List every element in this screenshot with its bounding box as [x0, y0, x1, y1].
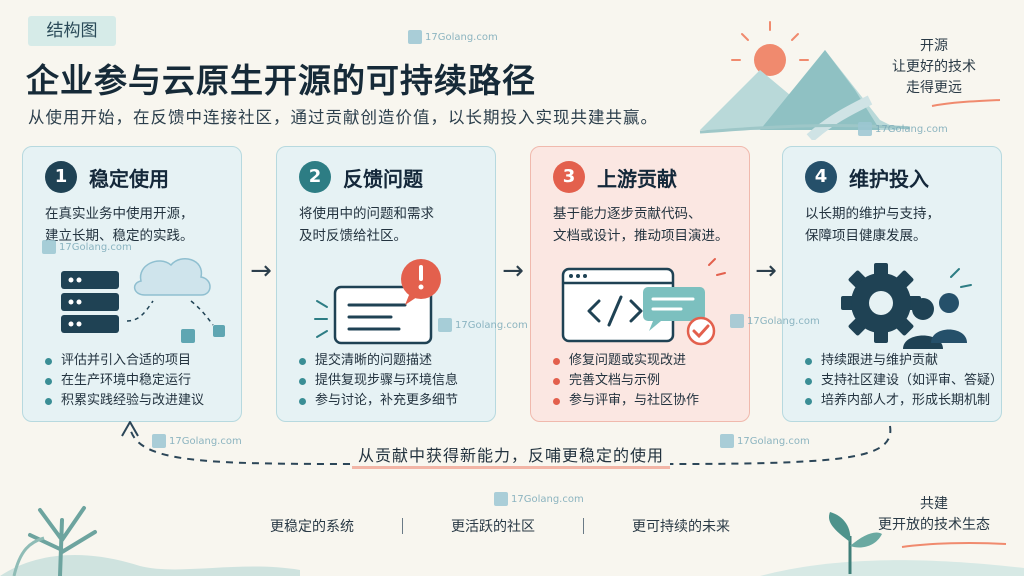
- watermark-text: 17Golang.com: [455, 320, 528, 331]
- step-description: 以长期的维护与支持， 保障项目健康发展。: [805, 203, 995, 247]
- list-item: 评估并引入合适的项目: [45, 351, 204, 371]
- list-item: 参与讨论，补充更多细节: [299, 391, 458, 411]
- step-description-line: 在真实业务中使用开源，: [45, 206, 194, 222]
- seedling-illustration-right: [760, 512, 1024, 576]
- watermark-text: 17Golang.com: [425, 32, 498, 43]
- watermark-text: 17Golang.com: [737, 436, 810, 447]
- step-card-4: 4 维护投入 以长期的维护与支持， 保障项目健康发展。: [782, 146, 1003, 422]
- gear-people-icon: [841, 263, 972, 349]
- bottom-note-line: 共建: [920, 496, 948, 512]
- step-bullet-list: 修复问题或实现改进 完善文档与示例 参与评审，与社区协作: [553, 351, 699, 411]
- list-item: 完善文档与示例: [553, 371, 699, 391]
- step-description-line: 文档或设计，推动项目演进。: [553, 228, 729, 244]
- step-description-line: 建立长期、稳定的实践。: [45, 228, 194, 244]
- watermark: 17Golang.com: [720, 434, 810, 448]
- watermark-logo-icon: [438, 318, 452, 332]
- corner-note-line: 走得更远: [906, 80, 962, 96]
- watermark: 17Golang.com: [438, 318, 528, 332]
- mountain-sun-illustration: [699, 21, 911, 140]
- watermark-text: 17Golang.com: [747, 316, 820, 327]
- step-description-line: 将使用中的问题和需求: [299, 206, 434, 222]
- step-title: 反馈问题: [343, 167, 423, 191]
- list-item: 支持社区建设（如评审、答疑）: [805, 371, 1003, 391]
- step-bullet-list: 持续跟进与维护贡献 支持社区建设（如评审、答疑） 培养内部人才，形成长期机制: [805, 351, 1003, 411]
- feedback-loop-arrow: [121, 421, 892, 465]
- step-number-badge: 3: [553, 161, 585, 193]
- list-item: 参与评审，与社区协作: [553, 391, 699, 411]
- step-title: 维护投入: [849, 167, 929, 191]
- list-item: 在生产环境中稳定运行: [45, 371, 204, 391]
- step-title: 稳定使用: [89, 167, 169, 191]
- step-number-badge: 1: [45, 161, 77, 193]
- watermark: 17Golang.com: [408, 30, 498, 44]
- step-description: 将使用中的问题和需求 及时反馈给社区。: [299, 203, 489, 247]
- footer-divider: [402, 518, 403, 534]
- watermark: 17Golang.com: [152, 434, 242, 448]
- arrow-right-icon: →: [755, 256, 777, 286]
- step-number-badge: 4: [805, 161, 837, 193]
- page-subtitle: 从使用开始，在反馈中连接社区，通过贡献创造价值，以长期投入实现共建共赢。: [28, 108, 658, 127]
- watermark: 17Golang.com: [42, 240, 132, 254]
- step-description: 基于能力逐步贡献代码、 文档或设计，推动项目演进。: [553, 203, 743, 247]
- corner-note: 开源 让更好的技术 走得更远: [892, 36, 976, 99]
- list-item: 持续跟进与维护贡献: [805, 351, 1003, 371]
- step-title: 上游贡献: [597, 167, 677, 191]
- watermark: 17Golang.com: [494, 492, 584, 506]
- arrow-right-icon: →: [502, 256, 524, 286]
- footer-item: 更稳定的系统: [270, 519, 354, 535]
- list-item: 积累实践经验与改进建议: [45, 391, 204, 411]
- step-card-2: 2 反馈问题 将使用中的问题和需求 及时反馈给社区。 提交清晰的问题描述 提供复…: [276, 146, 496, 422]
- step-card-3: 3 上游贡献 基于能力逐步贡献代码、 文档或设计，推动项目演进。 修复问题或实现…: [530, 146, 750, 422]
- step-description-line: 及时反馈给社区。: [299, 228, 407, 244]
- bottom-note-line: 更开放的技术生态: [878, 517, 990, 533]
- watermark-logo-icon: [730, 314, 744, 328]
- corner-note-underline: [931, 99, 1001, 107]
- step-description-line: 基于能力逐步贡献代码、: [553, 206, 702, 222]
- bottom-note: 共建 更开放的技术生态: [878, 494, 990, 536]
- list-item: 培养内部人才，形成长期机制: [805, 391, 1003, 411]
- step-number-badge: 2: [299, 161, 331, 193]
- footer-item: 更可持续的未来: [632, 519, 730, 535]
- step-description-line: 保障项目健康发展。: [805, 228, 927, 244]
- watermark: 17Golang.com: [858, 122, 948, 136]
- watermark-text: 17Golang.com: [875, 124, 948, 135]
- watermark-text: 17Golang.com: [511, 494, 584, 505]
- list-item: 提交清晰的问题描述: [299, 351, 458, 371]
- watermark-logo-icon: [858, 122, 872, 136]
- watermark-logo-icon: [42, 240, 56, 254]
- issue-report-icon: [314, 259, 441, 345]
- footer-outcomes: 更稳定的系统 更活跃的社区 更可持续的未来: [270, 516, 730, 536]
- list-item: 修复问题或实现改进: [553, 351, 699, 371]
- server-cloud-icon: [61, 258, 225, 343]
- corner-note-line: 开源: [920, 38, 948, 54]
- watermark-text: 17Golang.com: [169, 436, 242, 447]
- footer-divider: [583, 518, 584, 534]
- corner-note-line: 让更好的技术: [892, 59, 976, 75]
- code-contribution-icon: [561, 258, 726, 346]
- watermark-logo-icon: [408, 30, 422, 44]
- step-bullet-list: 提交清晰的问题描述 提供复现步骤与环境信息 参与讨论，补充更多细节: [299, 351, 458, 411]
- arrow-right-icon: →: [250, 256, 272, 286]
- step-description-line: 以长期的维护与支持，: [805, 206, 940, 222]
- feedback-loop-label: 从贡献中获得新能力，反哺更稳定的使用: [352, 442, 671, 469]
- diagram-type-tag: 结构图: [28, 16, 116, 46]
- plant-illustration-left: [0, 506, 300, 576]
- page-title: 企业参与云原生开源的可持续路径: [26, 61, 536, 100]
- bottom-note-underline: [901, 542, 1007, 548]
- watermark-text: 17Golang.com: [59, 242, 132, 253]
- watermark-logo-icon: [720, 434, 734, 448]
- watermark: 17Golang.com: [730, 314, 820, 328]
- watermark-logo-icon: [152, 434, 166, 448]
- step-bullet-list: 评估并引入合适的项目 在生产环境中稳定运行 积累实践经验与改进建议: [45, 351, 204, 411]
- footer-item: 更活跃的社区: [451, 519, 535, 535]
- step-description: 在真实业务中使用开源， 建立长期、稳定的实践。: [45, 203, 235, 247]
- watermark-logo-icon: [494, 492, 508, 506]
- step-card-1: 1 稳定使用 在真实业务中使用开源， 建立长期、稳定的实践。 评估并引入合适的项…: [22, 146, 242, 422]
- list-item: 提供复现步骤与环境信息: [299, 371, 458, 391]
